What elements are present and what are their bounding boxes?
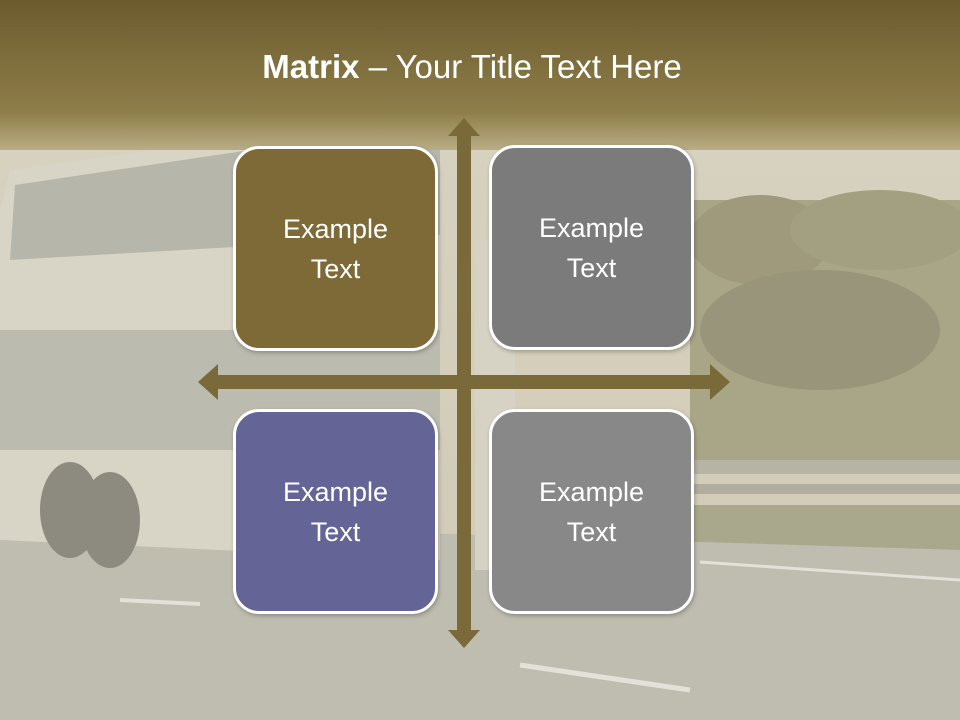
down-arrowhead xyxy=(448,630,480,648)
horizontal-arrow-shaft xyxy=(214,375,714,389)
title-bold: Matrix xyxy=(262,48,360,85)
box-label: Example Text xyxy=(538,212,645,283)
up-arrowhead xyxy=(448,118,480,136)
matrix-box-bottom-left: Example Text xyxy=(233,409,438,614)
matrix-box-top-right: Example Text xyxy=(489,145,694,350)
title-rest: – Your Title Text Here xyxy=(359,48,682,85)
box-label: Example Text xyxy=(538,476,645,547)
slide-title: Matrix – Your Title Text Here xyxy=(0,48,944,86)
matrix-box-bottom-right: Example Text xyxy=(489,409,694,614)
box-label: Example Text xyxy=(282,213,389,284)
left-arrowhead xyxy=(198,364,218,400)
right-arrowhead xyxy=(710,364,730,400)
box-label: Example Text xyxy=(282,476,389,547)
matrix-box-top-left: Example Text xyxy=(233,146,438,351)
